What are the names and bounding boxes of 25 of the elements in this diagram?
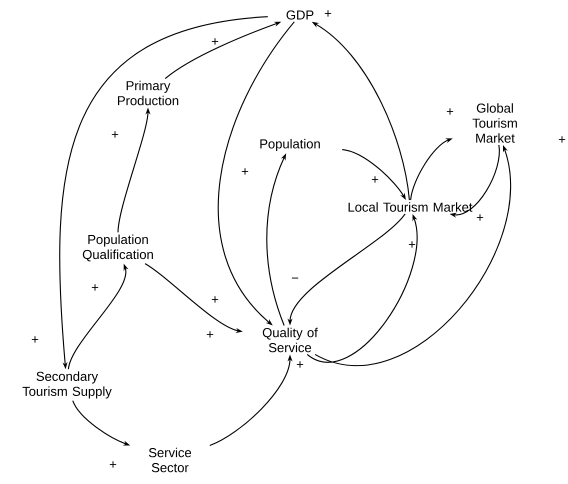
polarity-sign: + <box>206 331 214 338</box>
polarity-sign: + <box>242 168 248 175</box>
polarity-sign: + <box>408 241 416 248</box>
variable-label: Global Tourism Market <box>472 103 517 143</box>
polarity-sign: + <box>212 38 218 45</box>
polarity-sign: − <box>292 278 298 279</box>
polarity-sign: + <box>92 284 98 291</box>
variable-label: Primary Production <box>118 80 178 106</box>
variable-label: Local Tourism Market <box>348 202 472 212</box>
polarity-sign: + <box>446 108 454 115</box>
polarity-sign: + <box>558 136 566 143</box>
polarity-sign: + <box>32 336 38 343</box>
variable-label: Population Qualification <box>82 234 153 262</box>
polarity-sign: + <box>296 361 304 368</box>
variable-label: Secondary Tourism Supply <box>22 371 112 399</box>
variable-label: Quality of Service <box>262 328 318 352</box>
polarity-sign: + <box>324 10 332 17</box>
variable-label: Service Sector <box>148 448 192 472</box>
polarity-sign: + <box>372 176 378 183</box>
polarity-sign: + <box>212 296 218 303</box>
polarity-sign: + <box>110 461 116 468</box>
variable-label: GDP <box>286 10 314 20</box>
polarity-sign: + <box>476 214 484 221</box>
variable-label: Population <box>260 138 320 152</box>
polarity-sign: + <box>112 131 118 138</box>
